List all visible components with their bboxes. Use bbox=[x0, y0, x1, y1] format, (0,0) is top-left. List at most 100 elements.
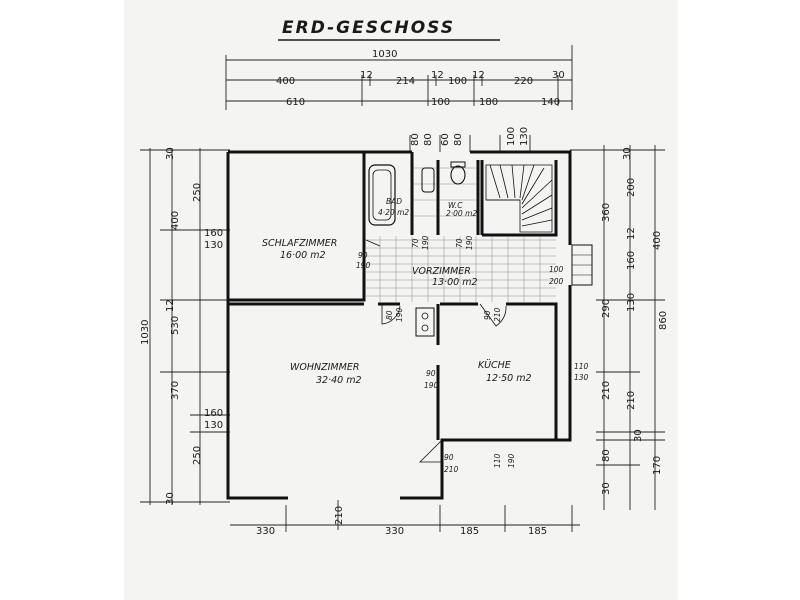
plan-title: ERD-GESCHOSS bbox=[282, 18, 455, 38]
dim-left-outer-0: 400 bbox=[170, 211, 181, 230]
dim-right-overall: 860 bbox=[658, 311, 669, 330]
toilet-icon bbox=[450, 165, 466, 185]
stove-icon bbox=[415, 307, 435, 337]
dim-open-5: 130 bbox=[519, 127, 530, 146]
staircase-icon bbox=[485, 164, 553, 233]
dim-right-outer-5: 170 bbox=[652, 456, 663, 475]
dim-top-r2-1: 100 bbox=[431, 97, 450, 108]
room-kueche-area: 12·50 m2 bbox=[486, 373, 532, 384]
room-wohnzimmer-name: WOHNZIMMER bbox=[290, 362, 359, 373]
dim-left-inner-8: 30 bbox=[165, 492, 176, 505]
dim-right-inner-3: 130 bbox=[626, 293, 637, 312]
dim-right-inner-7: 30 bbox=[622, 147, 633, 160]
window-kueche-bottom-h: 190 bbox=[507, 453, 516, 468]
door-schlaf-w: 90 bbox=[358, 251, 368, 260]
door-wohn-top-w: 80 bbox=[385, 310, 394, 320]
entry-w: 100 bbox=[549, 265, 564, 274]
dim-left-outer-2: 370 bbox=[170, 381, 181, 400]
dim-right-outer-4: 30 bbox=[601, 482, 612, 495]
dim-left-inner-4: 12 bbox=[165, 299, 176, 312]
dim-bottom-1: 330 bbox=[385, 526, 404, 537]
door-bad-h: 190 bbox=[421, 235, 430, 250]
dim-top-r1-2: 214 bbox=[396, 76, 415, 87]
dim-right-inner-4: 210 bbox=[626, 391, 637, 410]
toilet-tank bbox=[450, 161, 466, 168]
dim-top-r2-2: 180 bbox=[479, 97, 498, 108]
dim-bottom-2: 185 bbox=[460, 526, 479, 537]
dim-left-inner-6: 160 bbox=[204, 408, 223, 419]
room-bad-name: BAD bbox=[386, 197, 402, 206]
door-wc-w: 70 bbox=[455, 238, 464, 248]
stove-burner bbox=[421, 312, 429, 320]
dim-top-r1-0: 400 bbox=[276, 76, 295, 87]
stove-burner bbox=[421, 324, 429, 332]
dim-top-r1-3: 12 bbox=[431, 70, 444, 81]
dim-right-outer-2: 210 bbox=[601, 381, 612, 400]
bathtub-inner bbox=[372, 169, 392, 221]
dim-top-r2-3: 140 bbox=[541, 97, 560, 108]
dim-top-r1-1: 12 bbox=[360, 70, 373, 81]
dim-open-0: 80 bbox=[410, 133, 421, 146]
room-schlafzimmer-area: 16·00 m2 bbox=[280, 250, 326, 261]
dim-open-1: 80 bbox=[423, 133, 434, 146]
dim-bottom-opening: 210 bbox=[334, 506, 345, 525]
door-bottom-h: 210 bbox=[444, 465, 459, 474]
entry-h: 200 bbox=[549, 277, 564, 286]
right-dimension-lines bbox=[570, 145, 665, 510]
dim-top-r2-0: 610 bbox=[286, 97, 305, 108]
dim-top-r1-5: 12 bbox=[472, 70, 485, 81]
left-dimension-lines bbox=[140, 148, 230, 505]
room-wc-name: W.C bbox=[448, 201, 463, 210]
window-kueche-w: 110 bbox=[574, 362, 589, 371]
dim-open-4: 100 bbox=[506, 127, 517, 146]
dim-top-r1-4: 100 bbox=[448, 76, 467, 87]
door-wohn-top-h: 190 bbox=[395, 307, 404, 322]
dim-top-r1-7: 30 bbox=[552, 70, 565, 81]
dim-right-inner-0: 200 bbox=[626, 178, 637, 197]
room-bad-area: 4·20 m2 bbox=[378, 208, 409, 217]
dim-right-inner-6: 400 bbox=[652, 231, 663, 250]
dim-right-inner-5: 30 bbox=[633, 429, 644, 442]
dim-left-inner-5: 250 bbox=[192, 446, 203, 465]
dim-open-3: 80 bbox=[453, 133, 464, 146]
window-kueche-h: 130 bbox=[574, 373, 589, 382]
room-vorzimmer-area: 13·00 m2 bbox=[432, 277, 478, 288]
door-bottom-w: 90 bbox=[444, 453, 454, 462]
window-kueche-bottom-w: 110 bbox=[493, 453, 502, 468]
dim-open-2: 60 bbox=[440, 133, 451, 146]
dim-left-inner-7: 130 bbox=[204, 420, 223, 431]
door-wohn-kueche-h: 190 bbox=[424, 381, 439, 390]
dim-right-outer-1: 290 bbox=[601, 299, 612, 318]
door-kueche-top-w: 90 bbox=[483, 310, 492, 320]
dim-top-overall: 1030 bbox=[372, 49, 397, 60]
dim-left-inner-2: 160 bbox=[204, 228, 223, 239]
bathtub-icon bbox=[368, 164, 396, 226]
dim-left-inner-1: 250 bbox=[192, 183, 203, 202]
sink-icon bbox=[421, 167, 435, 193]
dim-bottom-0: 330 bbox=[256, 526, 275, 537]
room-wohnzimmer-area: 32·40 m2 bbox=[316, 375, 362, 386]
room-wc-area: 2·00 m2 bbox=[446, 209, 477, 218]
dim-right-inner-1: 160 bbox=[626, 251, 637, 270]
room-schlafzimmer-name: SCHLAFZIMMER bbox=[262, 238, 337, 249]
dim-bottom-3: 185 bbox=[528, 526, 547, 537]
room-kueche-name: KÜCHE bbox=[478, 360, 511, 371]
room-vorzimmer-name: VORZIMMER bbox=[412, 266, 471, 277]
door-swings bbox=[365, 239, 507, 463]
dim-left-overall: 1030 bbox=[140, 320, 151, 345]
bottom-dimension-lines bbox=[230, 500, 580, 532]
top-dimension-lines bbox=[225, 45, 573, 152]
walls bbox=[226, 150, 572, 500]
door-wohn-kueche-w: 90 bbox=[426, 369, 436, 378]
tile-hatching bbox=[366, 167, 556, 302]
dim-right-outer-3: 80 bbox=[601, 449, 612, 462]
dim-right-inner-2: 12 bbox=[626, 227, 637, 240]
dim-left-inner-3: 130 bbox=[204, 240, 223, 251]
door-bad-w: 70 bbox=[411, 238, 420, 248]
door-kueche-top-h: 210 bbox=[493, 307, 502, 322]
dim-left-outer-1: 530 bbox=[170, 316, 181, 335]
door-schlaf-h: 190 bbox=[356, 261, 371, 270]
dim-right-outer-0: 360 bbox=[601, 203, 612, 222]
dim-left-inner-0: 30 bbox=[165, 147, 176, 160]
